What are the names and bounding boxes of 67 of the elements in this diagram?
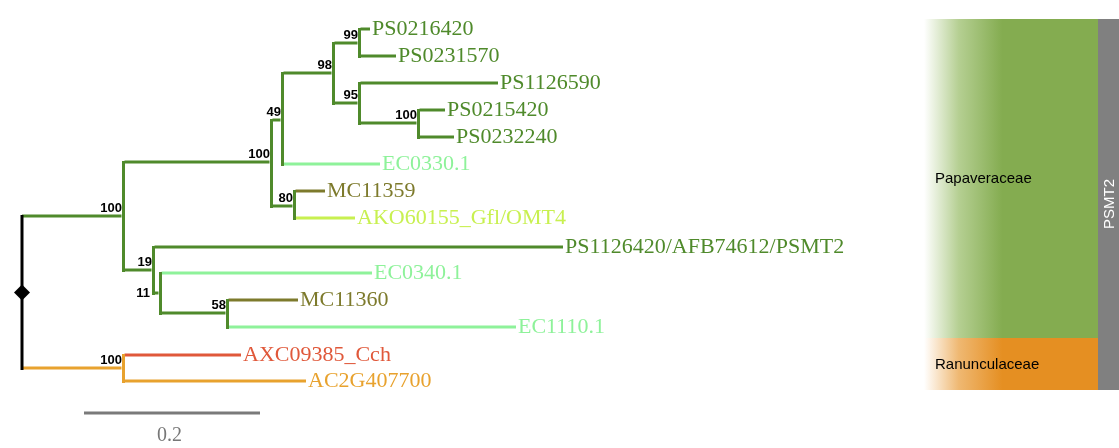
tree-branch xyxy=(360,27,370,31)
tree-branch xyxy=(161,311,226,315)
tree-branch xyxy=(22,214,122,218)
clade-line xyxy=(292,189,296,220)
taxon-label: EC0330.1 xyxy=(380,152,471,174)
tree-branch xyxy=(161,271,372,275)
bootstrap-value: 100 xyxy=(100,201,122,214)
tree-branch xyxy=(22,366,122,370)
tree-branch xyxy=(334,41,358,45)
clade-line xyxy=(416,108,420,139)
tree-branch xyxy=(419,108,445,112)
clade-line xyxy=(280,71,284,166)
tree-branch xyxy=(272,118,281,122)
tree-branch xyxy=(295,216,355,220)
tree-branch xyxy=(360,121,417,125)
bootstrap-value: 58 xyxy=(211,298,226,311)
clade-line xyxy=(357,81,361,125)
bootstrap-value: 95 xyxy=(343,88,358,101)
clade-line xyxy=(121,160,125,272)
taxon-label: PS0232240 xyxy=(454,125,558,147)
clade-line xyxy=(225,298,229,329)
bootstrap-value: 98 xyxy=(317,58,332,71)
clade-line xyxy=(269,118,273,208)
taxon-label: EC0340.1 xyxy=(372,261,463,283)
bootstrap-value: 100 xyxy=(248,147,270,160)
tree-branch xyxy=(124,268,152,272)
clade-bar: PSMT2 xyxy=(1098,19,1119,390)
bootstrap-value: 100 xyxy=(395,108,417,121)
tree-branch xyxy=(124,353,241,357)
tree-branch xyxy=(272,204,293,208)
clade-line xyxy=(121,353,125,383)
taxon-label: PS0231570 xyxy=(396,44,500,66)
taxon-label: PS0216420 xyxy=(370,17,474,39)
bootstrap-value: 100 xyxy=(100,353,122,366)
taxon-label: AXC09385_Cch xyxy=(241,343,391,365)
tree-branch xyxy=(419,135,454,139)
tree-branch xyxy=(360,54,396,58)
tree-branch xyxy=(334,101,358,105)
taxon-label: AKO60155_Gfl/OMT4 xyxy=(355,206,566,228)
taxon-label: MC11359 xyxy=(325,179,416,201)
tree-branch xyxy=(360,81,498,85)
bootstrap-value: 49 xyxy=(266,105,281,118)
bootstrap-value: 99 xyxy=(343,28,358,41)
taxon-label: EC1110.1 xyxy=(516,315,605,337)
tree-branch xyxy=(154,291,159,295)
bootstrap-value: 19 xyxy=(137,255,152,268)
clade-line xyxy=(331,41,335,105)
root-diamond xyxy=(14,214,30,370)
tree-branch xyxy=(283,162,380,166)
taxon-label: PS1126590 xyxy=(498,71,601,93)
scale-label: 0.2 xyxy=(157,424,182,444)
bootstrap-value: 80 xyxy=(278,191,293,204)
taxon-label: MC11360 xyxy=(298,288,389,310)
bootstrap-value: 11 xyxy=(136,286,150,299)
taxon-label: PS0215420 xyxy=(445,98,549,120)
taxon-label: AC2G407700 xyxy=(306,369,432,391)
tree-branch xyxy=(124,160,270,164)
tree-branch xyxy=(228,298,298,302)
tree-branch xyxy=(124,379,306,383)
tree-branch xyxy=(228,325,516,329)
tree-branch xyxy=(283,71,332,75)
tree-branch xyxy=(154,245,563,249)
clade-line xyxy=(151,245,155,295)
taxon-label: PS1126420/AFB74612/PSMT2 xyxy=(563,235,845,257)
tree-branch xyxy=(295,189,325,193)
clade-line xyxy=(158,271,162,315)
clade-line xyxy=(357,27,361,58)
